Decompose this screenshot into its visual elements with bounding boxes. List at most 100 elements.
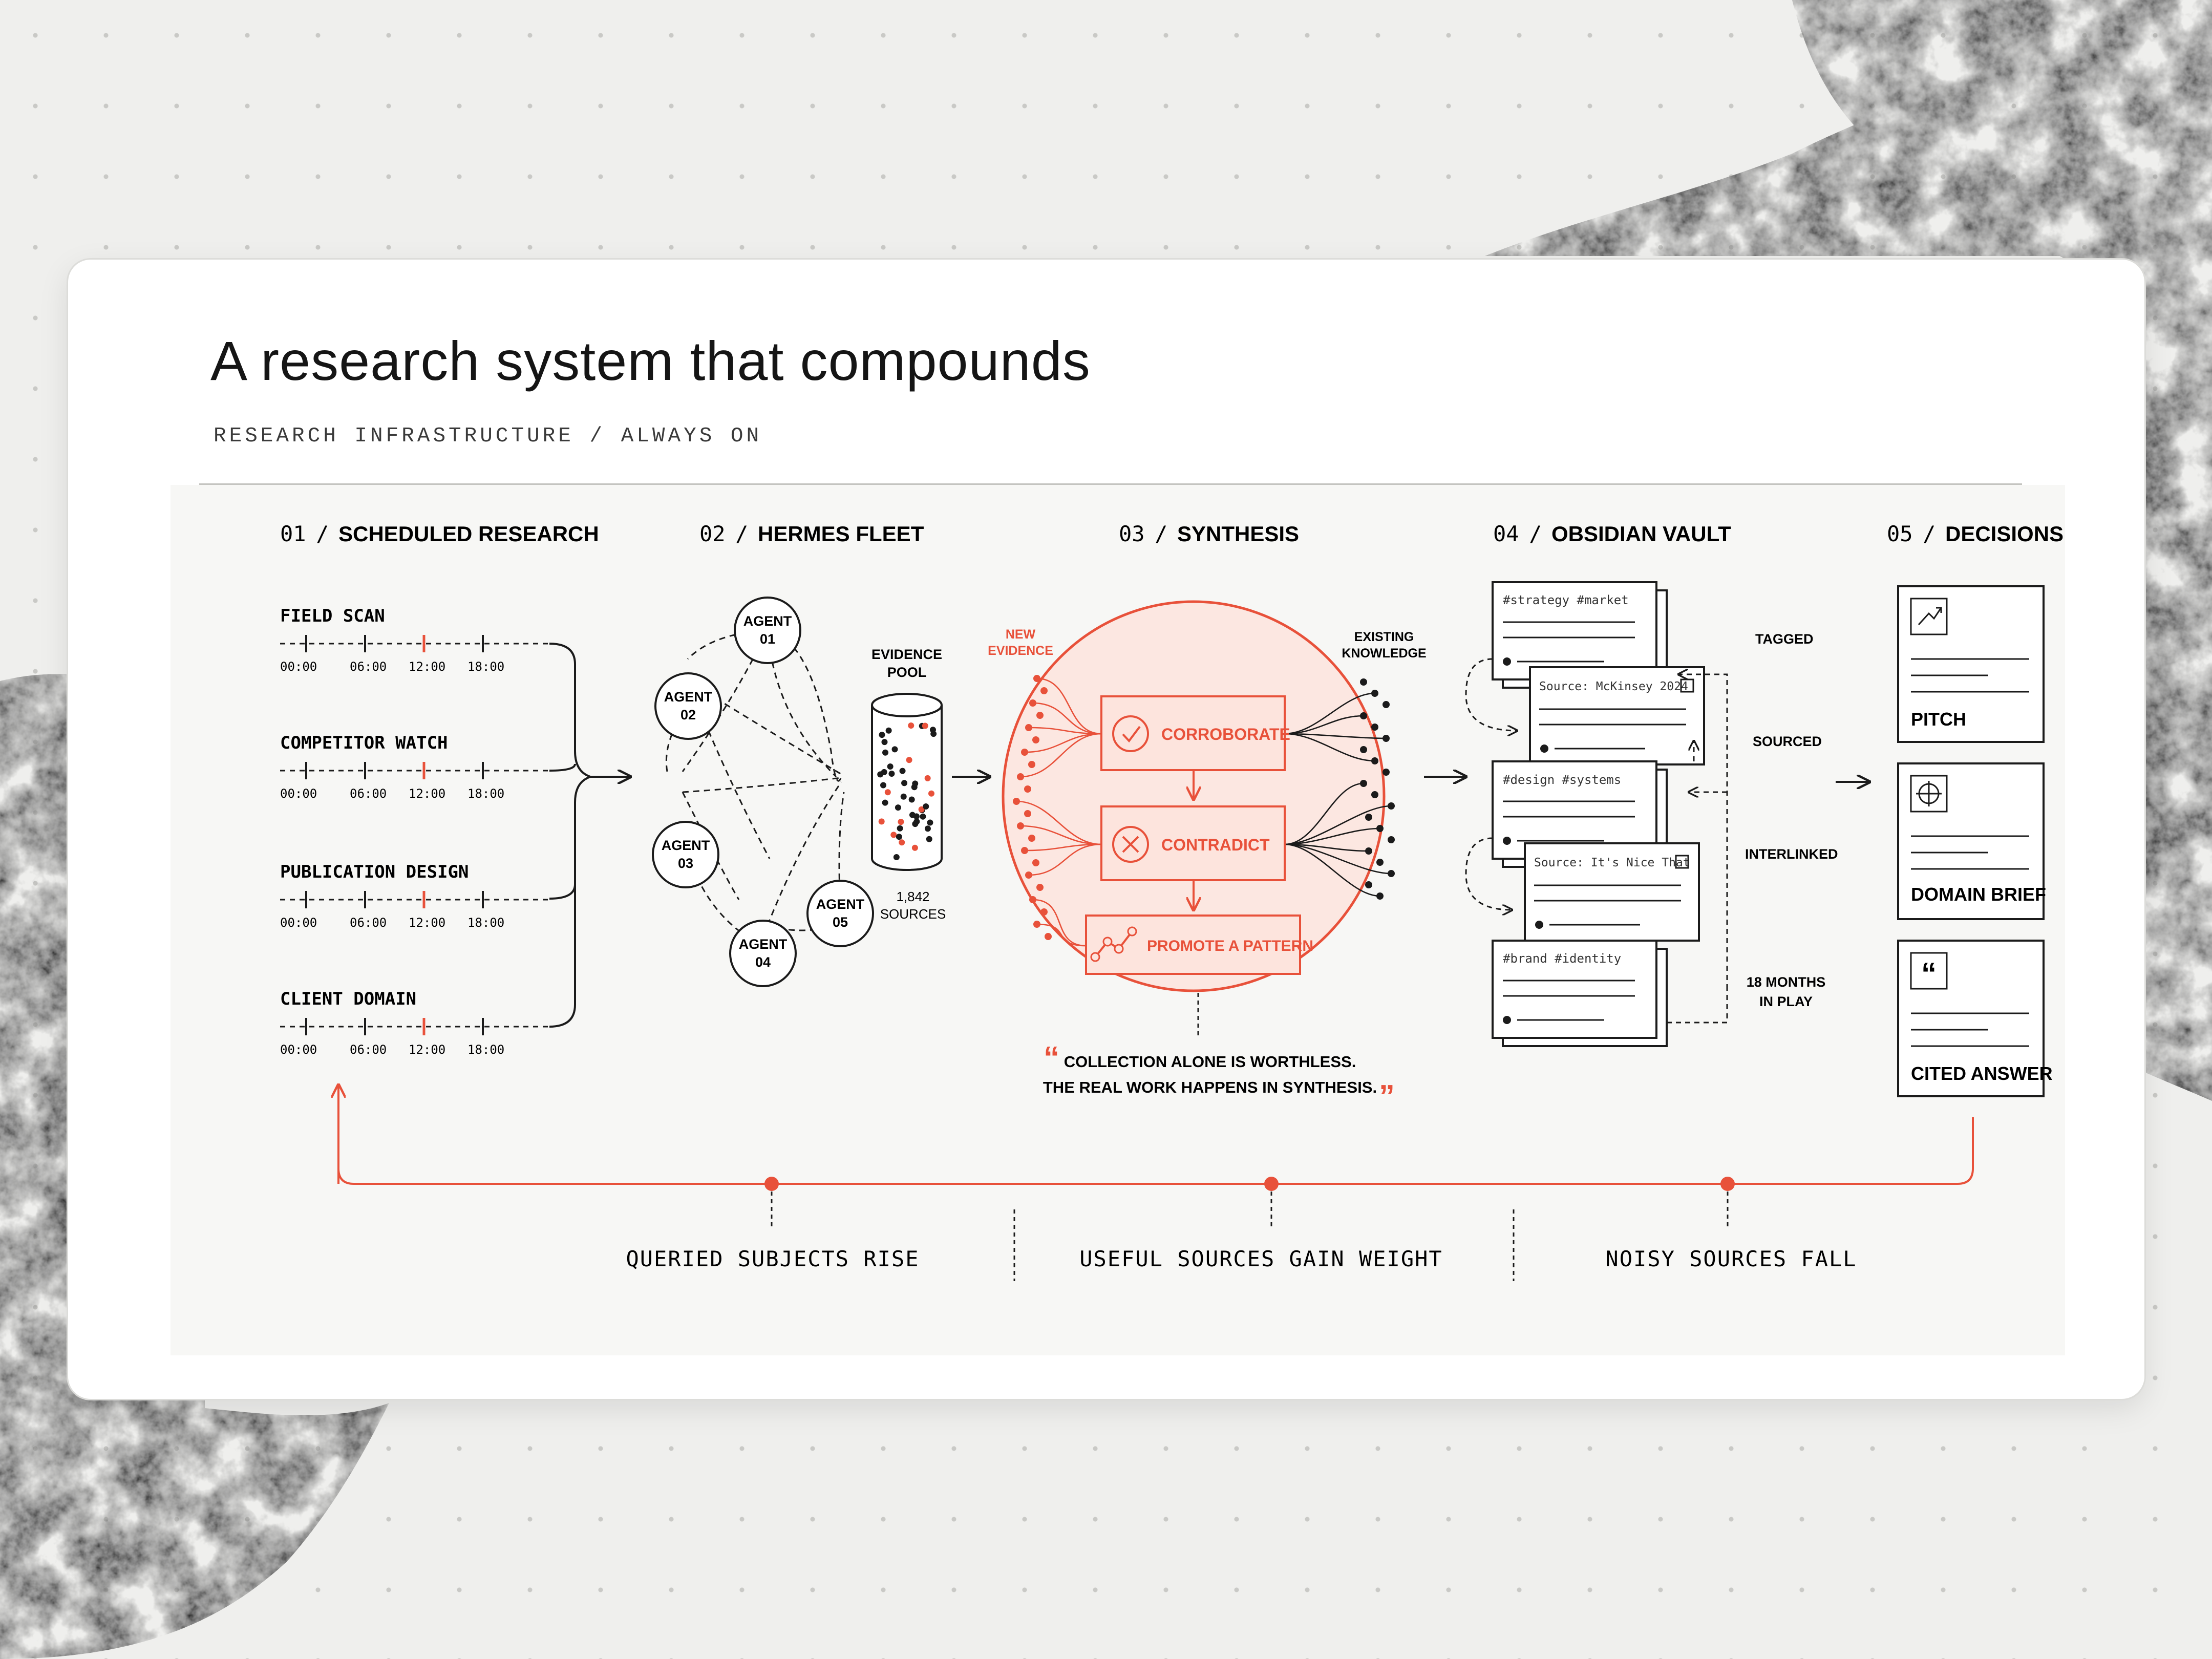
agent-03-node: AGENT 03 — [652, 821, 719, 888]
vault-tag-interlinked: INTERLINKED — [1745, 846, 1838, 862]
pool-dot — [906, 757, 912, 763]
vault-tag-sourced: SOURCED — [1753, 734, 1822, 749]
time-1800: 18:00 — [467, 1043, 504, 1057]
new-evidence-label-2: EVIDENCE — [988, 644, 1053, 658]
pool-dot — [908, 722, 914, 729]
time-1200: 12:00 — [409, 786, 445, 801]
pool-dot — [912, 780, 919, 787]
knowledge-dot — [1382, 701, 1390, 708]
stage-3-num: 03 — [1119, 521, 1145, 546]
knowledge-line — [1284, 805, 1392, 845]
pool-dot — [928, 790, 934, 797]
pattern-icon — [1094, 930, 1133, 958]
diagram-area: 01 / SCHEDULED RESEARCH 02 / HERMES FLEE… — [171, 485, 2065, 1355]
hermes-fleet: AGENT 01 AGENT 02 AGENT 03 AGENT 04 — [652, 597, 990, 987]
pool-dot — [897, 825, 903, 832]
pool-dot — [911, 844, 918, 851]
time-1200: 12:00 — [409, 660, 445, 674]
evidence-pool-cylinder — [871, 693, 943, 871]
main-card: A research system that compounds RESEARC… — [68, 260, 2144, 1399]
agent-01-node: AGENT 01 — [734, 597, 801, 664]
evidence-dot — [1028, 761, 1035, 768]
stage-headers: 01 / SCHEDULED RESEARCH 02 / HERMES FLEE… — [280, 521, 2064, 546]
knowledge-dot — [1360, 678, 1367, 686]
pipeline-diagram: 01 / SCHEDULED RESEARCH 02 / HERMES FLEE… — [280, 521, 2064, 1281]
note-mckinsey: Source: McKinsey 2024 — [1529, 666, 1705, 765]
feedback-loop: QUERIED SUBJECTS RISE USEFUL SOURCES GAI… — [337, 1117, 1974, 1281]
evidence-dot — [1032, 859, 1039, 866]
agent-02-node: AGENT 02 — [654, 672, 722, 740]
feedback-label-1: QUERIED SUBJECTS RISE — [626, 1246, 919, 1271]
knowledge-line — [1284, 733, 1387, 739]
evidence-dot — [1028, 835, 1035, 842]
pool-dot — [924, 775, 931, 781]
stage-5-label: DECISIONS — [1945, 522, 2064, 546]
svg-text:AGENT: AGENT — [664, 689, 713, 705]
vault-tag-tagged: TAGGED — [1755, 631, 1814, 647]
pool-dot — [913, 818, 920, 825]
feedback-label-2: USEFUL SOURCES GAIN WEIGHT — [1079, 1246, 1442, 1271]
time-1200: 12:00 — [409, 1043, 445, 1057]
svg-text:04: 04 — [755, 954, 771, 970]
pool-count: 1,842 — [896, 889, 929, 904]
feedback-label-3: NOISY SOURCES FALL — [1605, 1246, 1857, 1271]
svg-text:03: 03 — [678, 856, 693, 871]
pool-dot — [900, 793, 907, 800]
agent-05-node: AGENT 05 — [806, 880, 874, 947]
pool-dot — [896, 834, 902, 840]
decision-card-cited-answer: “ CITED ANSWER — [1897, 940, 2053, 1097]
schedule-label: CLIENT DOMAIN — [280, 989, 416, 1009]
vault-links — [1465, 658, 1728, 1024]
knowledge-dot — [1382, 769, 1390, 776]
svg-text:AGENT: AGENT — [739, 937, 788, 952]
stage-4-num: 04 — [1493, 521, 1519, 546]
pool-dot — [882, 749, 889, 756]
stage-3-label: SYNTHESIS — [1177, 522, 1299, 546]
decision-card-domain-brief: DOMAIN BRIEF — [1897, 762, 2046, 920]
knowledge-dot — [1388, 836, 1395, 843]
knowledge-dot — [1365, 814, 1372, 821]
note-brand: #brand #identity — [1492, 940, 1668, 1047]
schedule-label: FIELD SCAN — [280, 606, 385, 626]
crosshair-icon — [1916, 781, 1942, 806]
schedule-label: COMPETITOR WATCH — [280, 733, 448, 753]
agent-04-node: AGENT 04 — [729, 920, 797, 987]
page-subtitle: RESEARCH INFRASTRUCTURE / ALWAYS ON — [214, 424, 762, 448]
obsidian-vault: #strategy #market Source: McKinsey 2024 — [1465, 581, 1869, 1047]
pool-dot — [929, 727, 936, 733]
evidence-line — [1028, 843, 1102, 876]
svg-text:AGENT: AGENT — [743, 613, 792, 629]
stage-1-sep: / — [316, 521, 329, 546]
vault-months-2: IN PLAY — [1759, 994, 1813, 1009]
schedule-publication-design: PUBLICATION DESIGN 00:00 06:00 12:00 18:… — [280, 862, 549, 930]
evidence-dot — [1040, 908, 1048, 916]
evidence-line — [1028, 727, 1102, 735]
stage-4-label: OBSIDIAN VAULT — [1551, 522, 1731, 546]
pool-dot — [879, 732, 885, 738]
pool-label-1: EVIDENCE — [871, 647, 942, 662]
schedule-bracket — [549, 643, 594, 1028]
schedule-client-domain: CLIENT DOMAIN 00:00 06:00 12:00 18:00 — [280, 989, 549, 1057]
svg-text:AGENT: AGENT — [662, 838, 710, 853]
evidence-dot — [1040, 687, 1048, 694]
trend-chart-icon — [1918, 607, 1942, 626]
time-1800: 18:00 — [467, 786, 504, 801]
pool-label-2: POOL — [887, 665, 927, 680]
knowledge-line — [1284, 692, 1375, 735]
stage-1-label: SCHEDULED RESEARCH — [338, 522, 599, 546]
evidence-dot — [1036, 712, 1044, 719]
quote-line-1: COLLECTION ALONE IS WORTHLESS. — [1064, 1053, 1356, 1071]
pool-dot — [895, 804, 901, 811]
svg-text:#brand #identity: #brand #identity — [1503, 951, 1621, 966]
corroborate-box: CORROBORATE — [1100, 695, 1290, 771]
promote-label: PROMOTE A PATTERN — [1147, 938, 1313, 954]
svg-text:#strategy #market: #strategy #market — [1503, 593, 1629, 607]
svg-text:02: 02 — [680, 707, 696, 722]
decisions: PITCH DOMAIN BRIEF — [1897, 585, 2053, 1097]
pool-dot — [890, 832, 897, 838]
stage-2-label: HERMES FLEET — [758, 522, 924, 546]
existing-knowledge-label-2: KNOWLEDGE — [1342, 646, 1426, 661]
pool-dot — [913, 813, 920, 820]
time-0600: 06:00 — [350, 1043, 387, 1057]
pool-dot — [878, 818, 885, 825]
